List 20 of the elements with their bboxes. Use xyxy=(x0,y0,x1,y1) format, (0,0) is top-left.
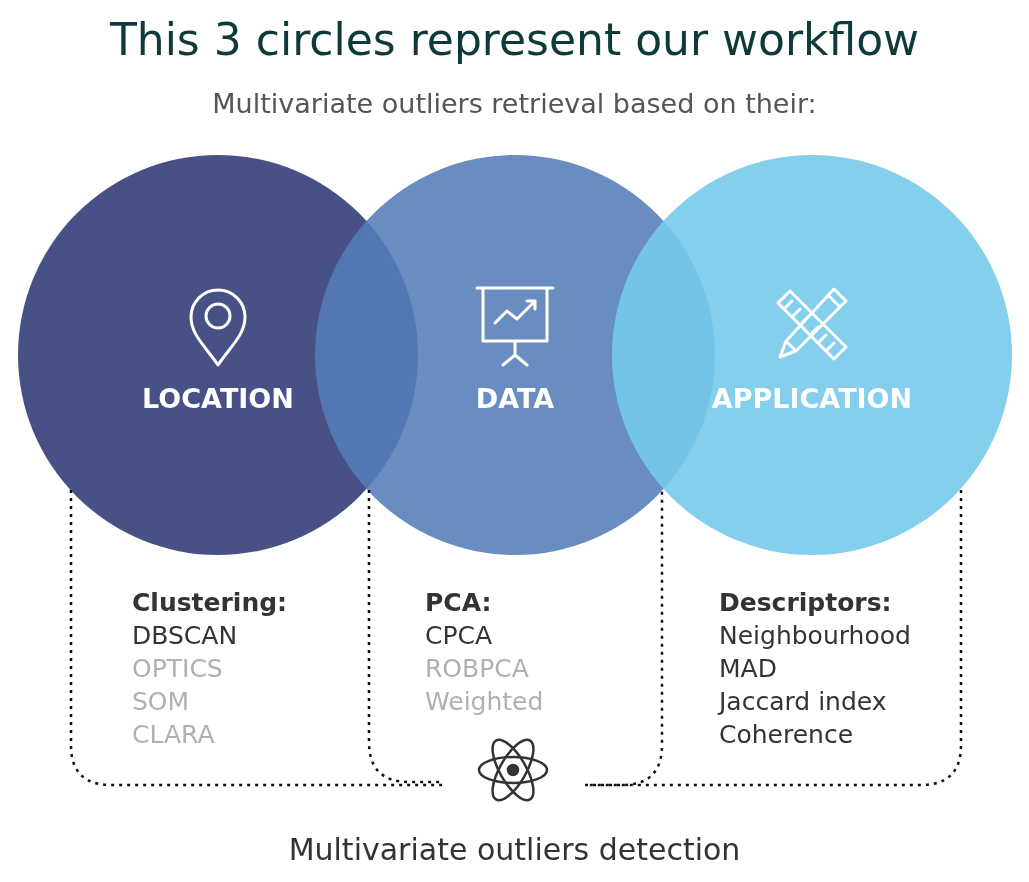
list-item: MAD xyxy=(719,653,778,685)
list-item: Jaccard index xyxy=(719,686,888,718)
circle-heading: APPLICATION xyxy=(710,383,914,414)
list-item: OPTICS xyxy=(132,653,224,685)
title: This 3 circles represent our workflow xyxy=(108,14,921,65)
list-item: Neighbourhood xyxy=(719,620,911,652)
caption: Multivariate outliers detection xyxy=(287,832,742,867)
list-item: SOM xyxy=(132,686,191,718)
circle-heading: LOCATION xyxy=(141,383,295,414)
list-item: CPCA xyxy=(425,620,494,652)
list-item: DBSCAN xyxy=(132,620,239,652)
list-item: Weighted xyxy=(425,686,544,718)
list-heading: Clustering: xyxy=(132,587,288,619)
list-heading: Descriptors: xyxy=(719,587,893,619)
circle-heading: DATA xyxy=(474,383,556,414)
list-item: ROBPCA xyxy=(425,653,530,685)
list-item: Coherence xyxy=(719,719,855,751)
list-heading: PCA: xyxy=(425,587,493,619)
list-item: CLARA xyxy=(132,719,216,751)
subtitle: Multivariate outliers retrieval based on their: xyxy=(211,88,818,119)
